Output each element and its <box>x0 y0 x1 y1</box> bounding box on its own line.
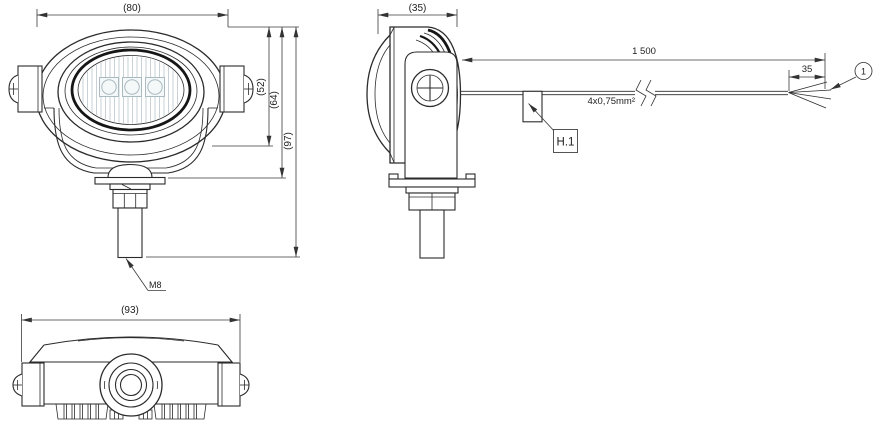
left-bracket-tab-top <box>12 362 45 407</box>
led-module-3 <box>145 77 165 97</box>
detail-ref-box <box>553 129 578 153</box>
dim-wire-strip: 35 <box>788 64 825 91</box>
dim-front-heights: (52) (64) (97) <box>146 26 300 258</box>
washer-plate <box>94 176 166 185</box>
threaded-stud <box>117 207 143 259</box>
wire-ends <box>788 81 832 109</box>
led-lens-3 <box>147 79 163 95</box>
led-lens-2 <box>124 79 140 95</box>
detail-callout-h1: H.1 <box>528 103 578 153</box>
balloon-callout-1: 1 <box>830 62 873 90</box>
detail-ref-label: H.1 <box>557 137 575 149</box>
cable-break-symbol <box>635 79 647 107</box>
lens-edge <box>77 55 185 125</box>
left-bracket-tab <box>8 65 43 113</box>
dim-label-cable-length: 1 500 <box>632 46 656 57</box>
stud-end-outer <box>114 368 148 402</box>
dim-cable-length: 1 500 <box>462 46 826 89</box>
dim-label-depth-35: (35) <box>409 3 427 14</box>
led-modules <box>99 77 165 97</box>
bezel-outer-ring <box>57 41 205 143</box>
balloon-number: 1 <box>861 66 866 76</box>
front-view: M8 (80) (52) (64) (97) <box>8 3 300 291</box>
boot-dome <box>107 163 153 179</box>
mounting-stud-front <box>94 163 166 259</box>
stud-end-inner <box>119 373 143 397</box>
led-module-2 <box>122 77 142 97</box>
right-bracket-tab-top <box>217 362 250 407</box>
led-lens-1 <box>101 79 117 95</box>
balloon-circle <box>854 62 873 80</box>
side-view: 4x0,75mm² (35) 1 500 35 H.1 <box>366 3 873 259</box>
cable-sleeve <box>522 90 543 123</box>
led-module-1 <box>99 77 119 97</box>
cooling-fins-right <box>153 403 207 420</box>
thread-size-label: M8 <box>149 280 162 290</box>
mounting-stud-side <box>388 173 476 259</box>
right-bracket-tab <box>219 65 254 113</box>
dim-label-front-width: (80) <box>123 3 141 14</box>
dim-label-height-52: (52) <box>256 78 267 96</box>
cable-spec-label: 4x0,75mm² <box>587 96 635 107</box>
cooling-fins-left <box>55 403 109 420</box>
dim-side-depth: (35) <box>377 3 458 34</box>
dim-top-width: (93) <box>21 305 241 362</box>
pivot-bracket <box>404 51 458 179</box>
housing-inner-rim <box>42 36 220 156</box>
threaded-stud-side <box>419 209 445 259</box>
dim-label-height-97: (97) <box>283 132 294 150</box>
thread-callout: M8 <box>125 258 166 291</box>
bezel-inner-ring <box>64 46 198 136</box>
dim-label-height-64: (64) <box>269 91 280 109</box>
dim-label-top-width: (93) <box>121 305 139 316</box>
top-view: (93) <box>12 305 250 420</box>
washer-plate-side <box>388 178 476 188</box>
hex-nut <box>112 188 148 209</box>
pivot-screw-head <box>416 74 444 102</box>
flat-washer-side <box>405 186 459 194</box>
cable: 4x0,75mm² <box>460 79 832 123</box>
lens-profile <box>366 34 391 154</box>
nut-outline-top <box>108 362 154 408</box>
dim-front-width: (80) <box>36 3 229 27</box>
lens-silhouette-top <box>43 336 219 346</box>
dim-label-wire-strip: 35 <box>802 64 813 75</box>
lens-retainer-ring <box>70 48 192 132</box>
central-mount-boss <box>99 353 163 417</box>
mounting-bracket-front <box>44 107 218 174</box>
lamp-housing-front <box>35 29 227 163</box>
